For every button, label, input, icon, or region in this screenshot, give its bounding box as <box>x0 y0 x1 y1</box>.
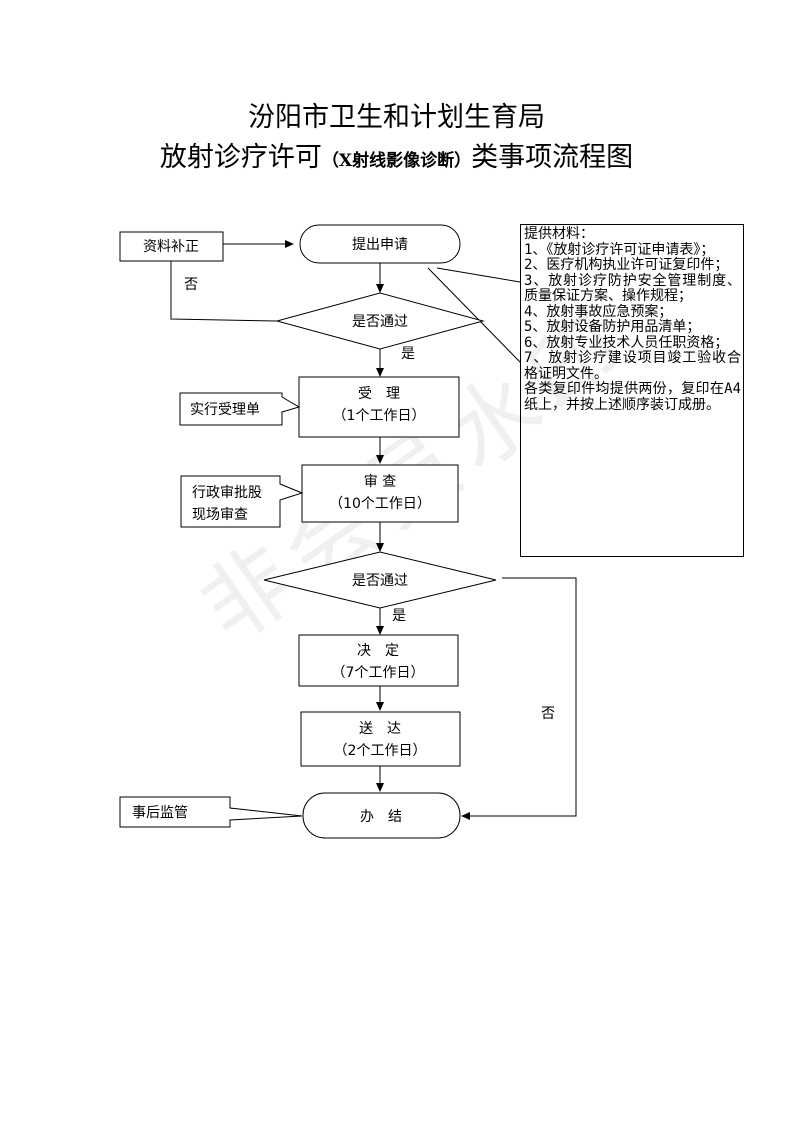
deliver-days: （2个工作日） <box>334 743 427 759</box>
review-days: （10个工作日） <box>329 496 431 512</box>
submit-label: 提出申请 <box>352 237 408 253</box>
deliver-label: 送 达 <box>359 721 401 737</box>
edge-no2-label: 否 <box>541 706 555 722</box>
admin-review-line1: 行政审批股 <box>192 485 262 501</box>
edge-decision2-no <box>461 577 577 820</box>
title-main: 放射诊疗许可 <box>159 142 322 173</box>
materials-note: 各类复印件均提供两份，复印在A4纸上，并按上述顺序装订成册。 <box>524 381 741 413</box>
title-suffix: 类事项流程图 <box>471 142 634 173</box>
admin-review-callout <box>180 475 304 528</box>
materials-item-6: 6、放射专业技术人员任职资格； <box>524 334 729 351</box>
materials-item-5: 5、放射设备防护用品清单； <box>524 319 701 335</box>
acceptance-slip-callout <box>179 392 301 426</box>
materials-item-3: 3、放射诊疗防护安全管理制度、质量保证方案、操作规程； <box>524 272 741 304</box>
decide-box <box>298 634 459 687</box>
page-title-line1: 汾阳市卫生和计划生育局 <box>248 102 545 133</box>
materials-item-2: 2、医疗机构执业许可证复印件； <box>524 257 729 273</box>
acceptance-slip-label: 实行受理单 <box>190 402 260 418</box>
supervision-label: 事后监管 <box>132 805 188 821</box>
admin-review-line2: 现场审查 <box>192 507 248 523</box>
title-paren: （X射线影像诊断） <box>321 151 472 171</box>
decision1-label: 是否通过 <box>352 314 408 330</box>
callout-line-upper <box>436 267 521 283</box>
callout-line-lower <box>427 267 521 363</box>
edge-no1-label: 否 <box>184 277 198 293</box>
materials-heading: 提供材料： <box>524 226 594 242</box>
materials-box: 提供材料： 1、《放射诊疗许可证申请表》； 2、医疗机构执业许可证复印件； 3、… <box>520 224 744 557</box>
decide-label: 决 定 <box>357 643 399 659</box>
accept-label: 受 理 <box>358 386 400 402</box>
decision2-label: 是否通过 <box>352 573 408 589</box>
supervision-callout <box>119 796 303 828</box>
edge-decision1-no <box>170 261 278 322</box>
materials-item-7: 7、放射诊疗建设项目竣工验收合格证明文件。 <box>524 350 741 382</box>
finish-label: 办 结 <box>360 809 402 825</box>
materials-item-4: 4、放射事故应急预案； <box>524 303 673 320</box>
edge-yes1-label: 是 <box>401 346 415 362</box>
decide-days: （7个工作日） <box>332 665 425 681</box>
review-label: 审 查 <box>364 474 396 490</box>
deliver-box <box>300 711 461 767</box>
supplement-box <box>119 231 224 262</box>
accept-days: （1个工作日） <box>333 408 426 424</box>
materials-item-1: 1、《放射诊疗许可证申请表》； <box>524 241 715 258</box>
finish-node <box>302 792 461 839</box>
edge-yes2-label: 是 <box>392 608 406 624</box>
supplement-label: 资料补正 <box>143 239 199 255</box>
page-title-line2: 放射诊疗许可（X射线影像诊断）类事项流程图 <box>0 142 793 177</box>
